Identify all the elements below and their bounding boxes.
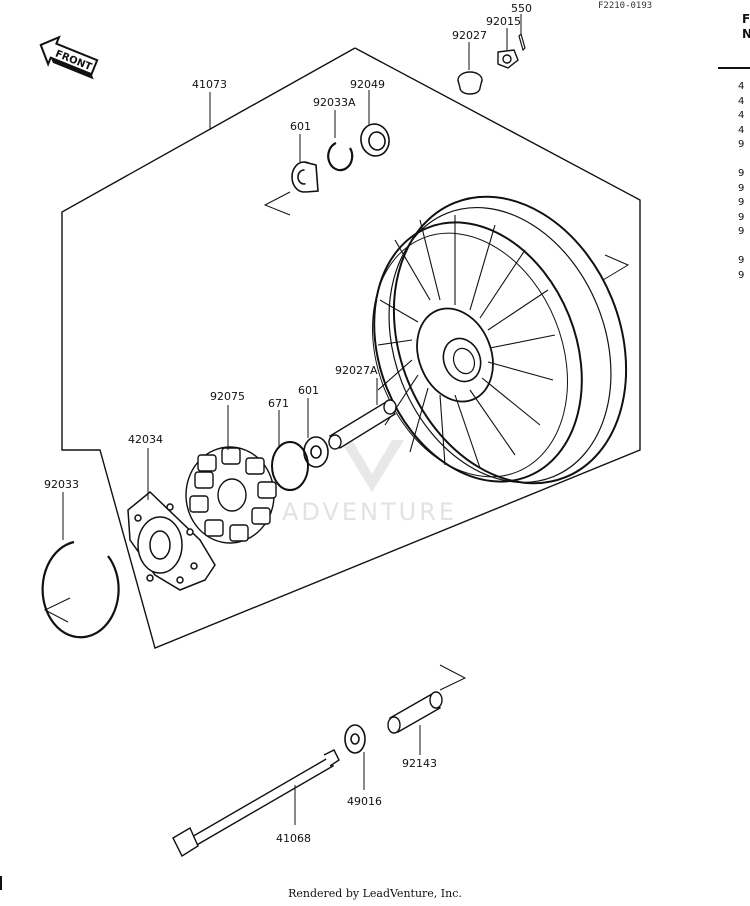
- label-671: 671: [268, 397, 289, 410]
- circlip-92033: [41, 540, 120, 639]
- figure-code: F2210-0193: [598, 1, 652, 11]
- collar-92143: [387, 691, 443, 734]
- front-arrow-icon: FRONT: [39, 35, 99, 80]
- label-92143: 92143: [402, 757, 437, 770]
- side-row: 9: [738, 168, 745, 179]
- side-panel-rule: [718, 67, 750, 69]
- cotter-pin-550: [518, 32, 526, 52]
- hub-42034: [127, 490, 216, 591]
- damper-92075: [185, 446, 277, 544]
- label-92033: 92033: [44, 478, 79, 491]
- axle-41068: [172, 749, 340, 858]
- side-header-line-2: N: [742, 27, 750, 41]
- side-row: 9: [738, 226, 745, 237]
- label-601-top: 601: [290, 120, 311, 133]
- label-601-mid: 601: [298, 384, 319, 397]
- bearing-601-top: [291, 161, 319, 193]
- part-labels: 550 92015 92027 41073 92049 92033A 601 9…: [44, 2, 532, 845]
- bearing-601-mid: [303, 436, 329, 468]
- edge-mark: [0, 876, 2, 890]
- label-92049: 92049: [350, 78, 385, 91]
- guide-marks: [43, 191, 630, 691]
- label-92027: 92027: [452, 29, 487, 42]
- rear-wheel: [372, 195, 628, 485]
- side-row: 9: [738, 139, 745, 150]
- side-row: 4: [738, 81, 745, 92]
- watermark-logo: ADVENTURE: [282, 440, 457, 526]
- label-92027A: 92027A: [335, 364, 378, 377]
- side-row: 9: [738, 255, 745, 266]
- side-row: 9: [738, 269, 745, 281]
- side-row: 4: [738, 110, 745, 121]
- label-92015: 92015: [486, 15, 521, 28]
- circlip-92033A: [327, 141, 354, 172]
- side-panel-list: 4 4 4 4 9 9 9 9 9 9 9 9: [738, 80, 744, 283]
- label-92033A: 92033A: [313, 96, 356, 109]
- side-row: [738, 153, 744, 168]
- side-panel-header: F N: [742, 12, 750, 42]
- side-header-line-1: F: [742, 12, 750, 26]
- side-row: 9: [738, 211, 745, 223]
- label-41068: 41068: [276, 832, 311, 845]
- side-row: 4: [738, 124, 745, 136]
- o-ring-671: [271, 441, 309, 491]
- nut-92015: [497, 49, 519, 69]
- oil-seal-92049: [360, 123, 390, 157]
- footer-credit: Rendered by LeadVenture, Inc.: [288, 887, 462, 900]
- washer-49016: [344, 724, 366, 754]
- label-92075: 92075: [210, 390, 245, 403]
- side-row: [738, 240, 744, 255]
- side-row: 9: [738, 197, 745, 208]
- side-row: 9: [738, 182, 745, 194]
- assembly-outline: [61, 47, 641, 649]
- label-41073: 41073: [192, 78, 227, 91]
- collar-92027: [457, 71, 483, 95]
- collar-92027A: [328, 399, 397, 450]
- watermark-text: ADVENTURE: [282, 498, 457, 526]
- leader-lines: [62, 14, 522, 825]
- label-550: 550: [511, 2, 532, 15]
- label-42034: 42034: [128, 433, 163, 446]
- side-row: 4: [738, 95, 745, 107]
- label-49016: 49016: [347, 795, 382, 808]
